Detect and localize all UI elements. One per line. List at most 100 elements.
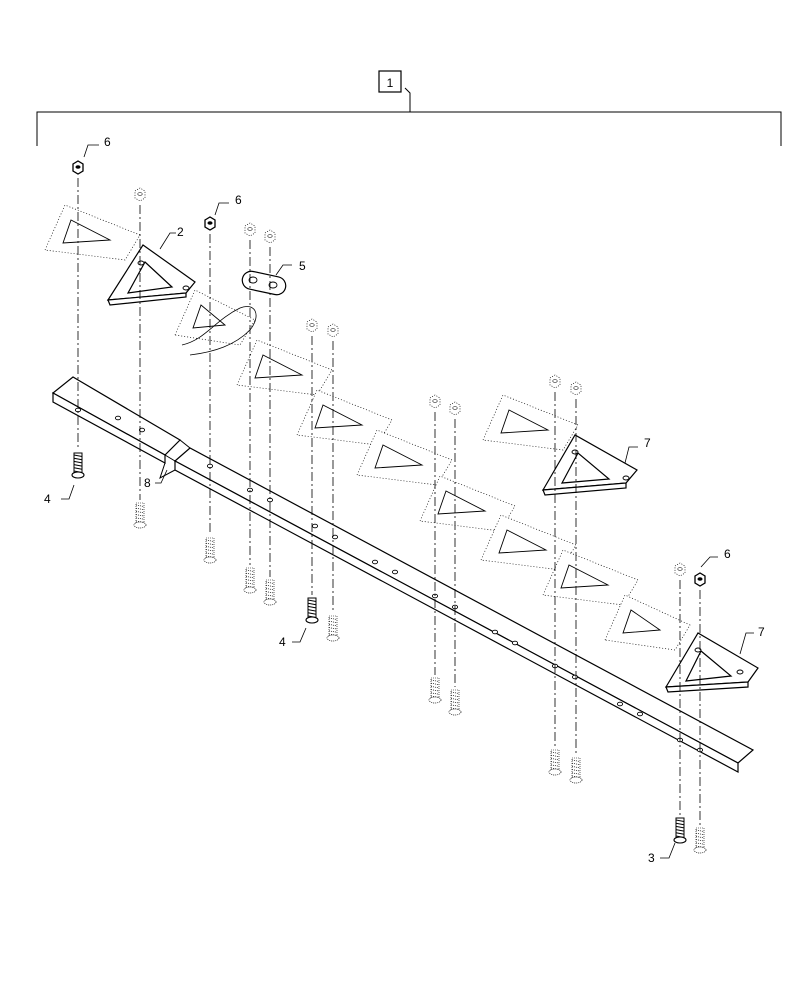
nut-bore bbox=[75, 165, 81, 169]
bolt-thread bbox=[695, 839, 705, 842]
bolt-thread bbox=[328, 633, 338, 636]
carriage-bolt-icon bbox=[326, 615, 340, 642]
bolt-thread bbox=[328, 630, 338, 633]
phantom-section-outline bbox=[62, 219, 112, 244]
phantom-section bbox=[174, 289, 256, 346]
knife-section-2 bbox=[106, 244, 196, 306]
phantom-section bbox=[296, 389, 393, 446]
bolt-thread bbox=[265, 581, 275, 584]
bar-hole bbox=[491, 629, 499, 635]
carriage-bolt-icon bbox=[133, 502, 147, 529]
callout-6-middle: 6 bbox=[235, 193, 242, 207]
callout-6-right: 6 bbox=[724, 547, 731, 561]
bolt-head bbox=[548, 768, 562, 776]
bolt-thread bbox=[550, 751, 560, 754]
bolt-thread bbox=[265, 588, 275, 591]
carriage-bolt-icon bbox=[243, 567, 257, 594]
bolt-thread bbox=[675, 819, 685, 822]
callout-box-1 bbox=[378, 70, 402, 93]
bar-hole bbox=[371, 559, 379, 565]
carriage-bolt-icon bbox=[428, 677, 442, 704]
bolt-head bbox=[693, 846, 707, 854]
bolt-head bbox=[263, 598, 277, 606]
phantom-section-outline bbox=[622, 609, 662, 634]
bolt-head bbox=[243, 586, 257, 594]
phantom-knife-sections bbox=[44, 204, 691, 651]
carriage-bolt-icon bbox=[263, 579, 277, 606]
knife-section-7-lower bbox=[664, 632, 759, 693]
phantom-section-outline bbox=[498, 529, 548, 554]
bolt-thread bbox=[245, 585, 255, 588]
leader-lines bbox=[61, 144, 754, 859]
nut-bore bbox=[137, 192, 143, 196]
carriage-bolt-icon bbox=[203, 537, 217, 564]
phantom-section bbox=[44, 204, 141, 261]
bar-hole bbox=[114, 415, 122, 421]
bolt-thread bbox=[430, 682, 440, 686]
phantom-section-outline bbox=[254, 354, 304, 379]
bolt-head bbox=[428, 696, 442, 704]
bolt-thread bbox=[450, 707, 460, 710]
bolt-thread bbox=[430, 689, 440, 692]
bolt-thread bbox=[245, 582, 255, 585]
bolt-thread bbox=[307, 599, 317, 602]
bolt-thread bbox=[328, 617, 338, 620]
nut-bore bbox=[330, 328, 336, 332]
bolt-thread bbox=[135, 517, 145, 520]
bolt-thread bbox=[73, 457, 83, 461]
bolt-thread bbox=[571, 759, 581, 762]
clip-5 bbox=[241, 270, 287, 296]
bolt-thread bbox=[430, 692, 440, 695]
bolt-head bbox=[305, 616, 319, 624]
bolt-thread bbox=[571, 772, 581, 775]
nut-bore bbox=[267, 234, 273, 238]
bolt-thread bbox=[550, 754, 560, 758]
carriage-bolt-icon bbox=[548, 749, 562, 776]
phantom-section-outline bbox=[560, 564, 610, 589]
bar-hole bbox=[331, 534, 339, 540]
bolt-thread bbox=[245, 576, 255, 579]
phantom-section-outline bbox=[374, 444, 424, 469]
bar-holes bbox=[74, 407, 704, 753]
bolt-thread bbox=[695, 842, 705, 845]
callout-6-left: 6 bbox=[104, 135, 111, 149]
carriage-bolt-icon bbox=[448, 689, 462, 716]
bolt-thread bbox=[307, 605, 317, 609]
knife-section-7-upper bbox=[541, 434, 638, 496]
bolt-thread bbox=[450, 698, 460, 701]
callout-5: 5 bbox=[299, 259, 306, 273]
bolt-thread bbox=[550, 767, 560, 770]
bar-hole bbox=[391, 569, 399, 575]
bar-hole bbox=[571, 674, 579, 680]
bolt-head bbox=[569, 776, 583, 784]
knife-cut-edge bbox=[181, 306, 257, 356]
phantom-section bbox=[604, 594, 691, 651]
bolt-thread bbox=[571, 762, 581, 766]
nut-bore bbox=[697, 577, 703, 581]
bolt-thread bbox=[675, 829, 685, 832]
assembly-bracket bbox=[36, 70, 782, 146]
bolt-thread bbox=[135, 511, 145, 514]
phantom-section bbox=[542, 549, 639, 606]
bolt-thread bbox=[307, 602, 317, 606]
bolt-thread bbox=[328, 620, 338, 624]
bolt-head bbox=[133, 521, 147, 529]
bolt-thread bbox=[550, 761, 560, 764]
nut-bore bbox=[552, 379, 558, 383]
bolt-thread bbox=[265, 591, 275, 594]
phantom-section-outline bbox=[500, 409, 550, 434]
bolt-thread bbox=[135, 507, 145, 511]
phantom-section-outline bbox=[192, 304, 227, 329]
bolt-thread bbox=[265, 597, 275, 600]
carriage-bolt-icon bbox=[569, 757, 583, 784]
callout-7-upper: 7 bbox=[644, 436, 651, 450]
bolt-thread bbox=[571, 769, 581, 772]
callout-2: 2 bbox=[177, 225, 184, 239]
callout-7-lower: 7 bbox=[758, 625, 765, 639]
bolt-thread bbox=[550, 758, 560, 761]
bolt-thread bbox=[73, 454, 83, 457]
bolt-thread bbox=[245, 569, 255, 572]
bolt-thread bbox=[265, 584, 275, 588]
bolt-thread bbox=[450, 704, 460, 707]
